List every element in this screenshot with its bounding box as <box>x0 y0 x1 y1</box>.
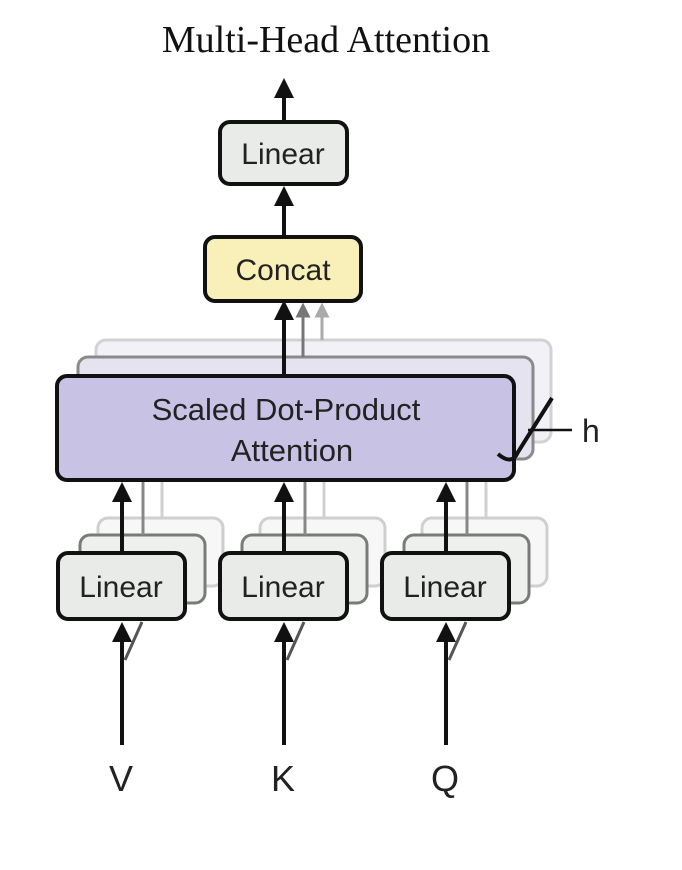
heads-bracket-curve <box>496 396 554 462</box>
input-label-v: V <box>109 758 133 799</box>
linear-to-attention-arrows <box>112 470 488 553</box>
linear-stack-v: Linear <box>56 516 225 621</box>
input-label-k: K <box>271 758 295 799</box>
concat-label: Concat <box>235 254 331 287</box>
input-arrows <box>112 621 468 745</box>
input-label-q: Q <box>431 758 459 799</box>
linear-stack-q: Linear <box>380 516 549 621</box>
diagram-title: Multi-Head Attention <box>161 19 491 61</box>
top-linear-label: Linear <box>241 138 324 171</box>
attention-to-concat-arrows <box>274 300 330 376</box>
linear-k-label: Linear <box>241 571 324 604</box>
attention-stack: Scaled Dot-Product Attention <box>55 338 553 482</box>
attention-label-line2: Attention <box>231 433 353 468</box>
attention-label-line1: Scaled Dot-Product <box>152 392 421 427</box>
branch-q <box>447 621 468 661</box>
heads-bracket: h <box>496 396 600 462</box>
top-linear-block: Linear <box>218 120 349 186</box>
linear-stack-k: Linear <box>218 516 387 621</box>
branch-k <box>285 621 306 661</box>
concat-block: Concat <box>203 235 363 303</box>
branch-v <box>123 621 144 661</box>
linear-q-label: Linear <box>403 571 486 604</box>
linear-v-label: Linear <box>79 571 162 604</box>
heads-label: h <box>582 413 600 449</box>
